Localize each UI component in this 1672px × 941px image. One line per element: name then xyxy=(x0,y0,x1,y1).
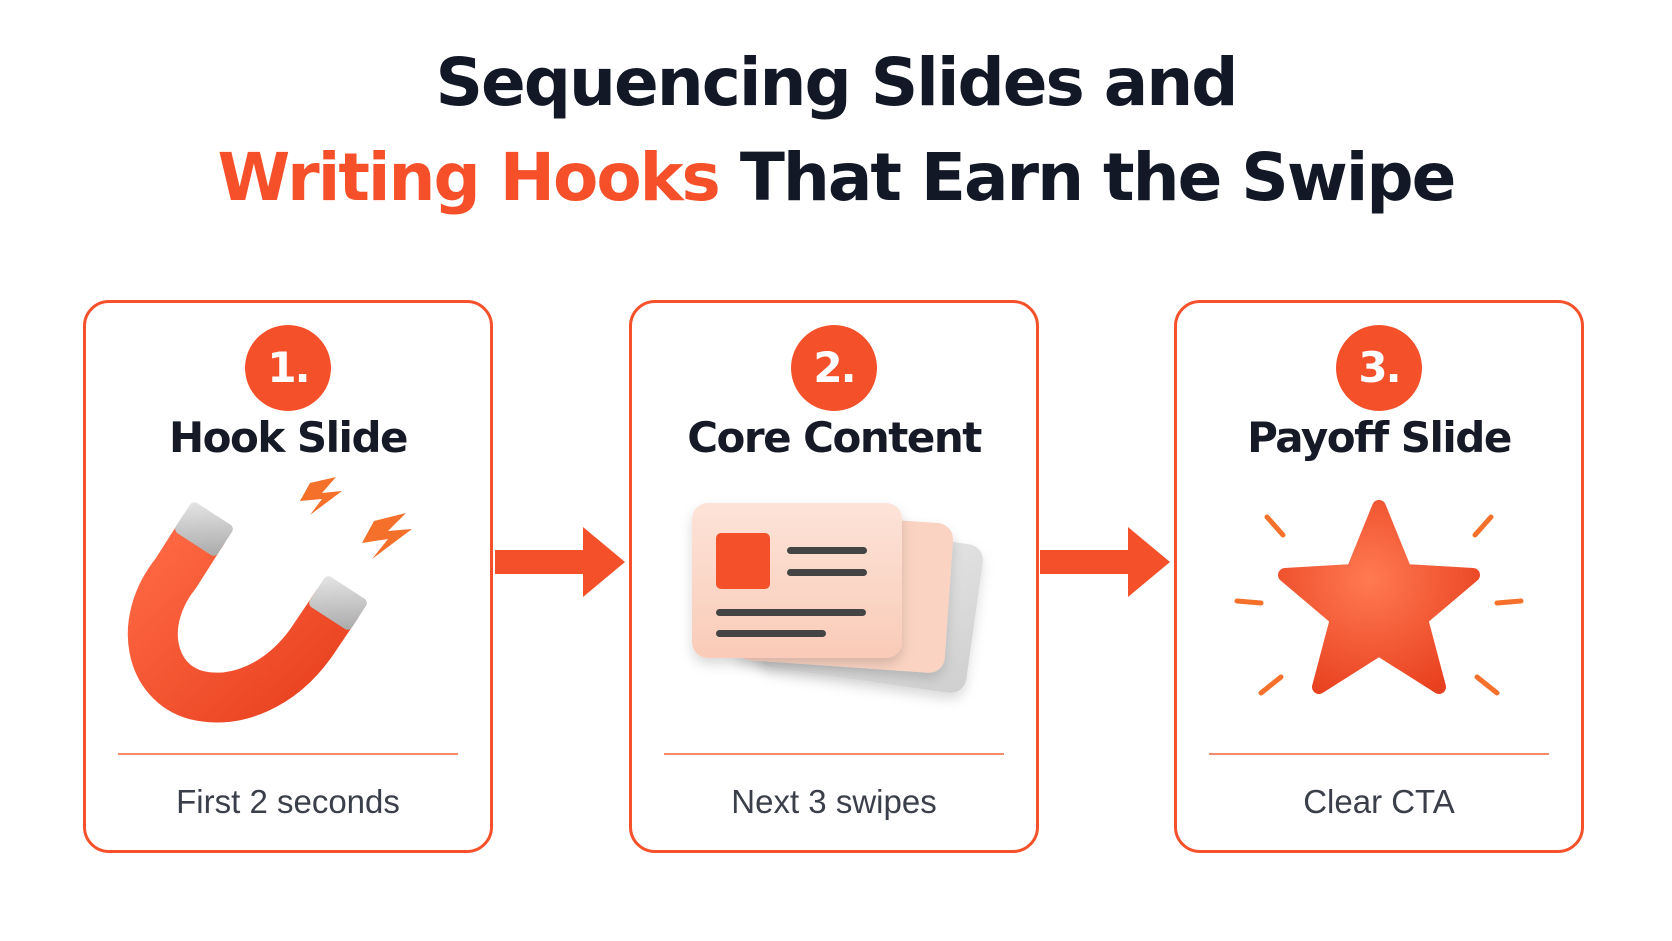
divider xyxy=(1209,753,1549,755)
title-line-1: Sequencing Slides and xyxy=(435,44,1238,121)
title-accent: Writing Hooks xyxy=(217,139,721,216)
spark-icon xyxy=(300,477,342,515)
arrow-right-icon xyxy=(1040,527,1170,597)
step-card-core-content: 2. Core Content xyxy=(629,300,1039,853)
stacked-cards-icon xyxy=(692,503,983,693)
divider xyxy=(118,753,458,755)
step-title: Core Content xyxy=(687,413,982,462)
step-number-badge: 3. xyxy=(1336,325,1422,411)
step-title: Hook Slide xyxy=(168,413,409,462)
divider xyxy=(664,753,1004,755)
step-number-badge: 2. xyxy=(791,325,877,411)
burst-lines xyxy=(1234,514,1524,696)
step-card-hook: 1. Hook Slide First 2 seconds xyxy=(83,300,493,853)
title-line-2: Writing Hooks That Earn the Swipe xyxy=(0,145,1672,211)
step-caption: Next 3 swipes xyxy=(731,783,937,820)
step-caption: Clear CTA xyxy=(1303,783,1455,820)
step-caption: First 2 seconds xyxy=(176,783,400,820)
arrow-right-icon xyxy=(495,527,625,597)
step-number-badge: 1. xyxy=(245,325,331,411)
step-title: Payoff Slide xyxy=(1247,413,1512,462)
step-card-payoff: 3. Payoff Slide Clear CTA xyxy=(1174,300,1584,853)
title-rest: That Earn the Swipe xyxy=(718,139,1457,216)
star-icon xyxy=(1234,500,1524,696)
magnet-icon xyxy=(127,477,412,723)
spark-icon xyxy=(362,513,412,559)
